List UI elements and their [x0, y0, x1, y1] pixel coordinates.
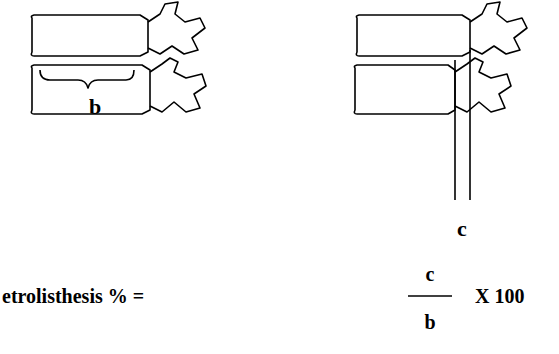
vertebral-body — [31, 15, 148, 56]
dimension-label: b — [89, 96, 101, 118]
vertebral-body — [354, 65, 455, 114]
measurement-line — [469, 50, 471, 200]
measurement-line — [454, 60, 456, 200]
measurement-brace — [40, 70, 134, 88]
numerator: c — [426, 264, 435, 284]
posterior-elements — [455, 58, 511, 112]
formula-text: etrolisthesis % = — [2, 286, 144, 306]
posterior-elements — [150, 58, 206, 112]
fraction-bar — [408, 295, 452, 297]
dimension-label: c — [457, 218, 467, 240]
posterior-elements — [148, 2, 205, 54]
multiplier: X 100 — [475, 286, 524, 306]
posterior-elements — [470, 2, 527, 54]
denominator: b — [424, 312, 435, 332]
vertebral-body — [356, 15, 470, 56]
